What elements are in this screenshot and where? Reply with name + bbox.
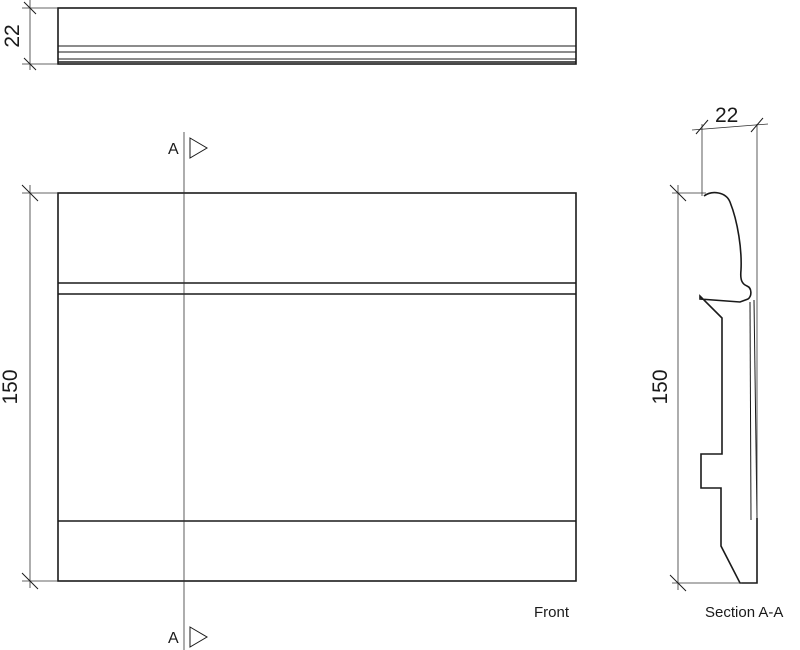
front-view-caption: Front: [534, 604, 570, 621]
top-view-outline: [57, 7, 577, 65]
tick-bottom: [21, 572, 39, 590]
section-rear-face-inner: [749, 301, 752, 521]
tick-left: [695, 119, 709, 135]
tick-bottom: [23, 57, 37, 71]
tick-bottom: [669, 574, 687, 592]
section-width-dimension-value: 22: [715, 104, 738, 127]
section-arrow-bottom: [189, 626, 208, 648]
tick-right: [750, 117, 764, 133]
top-view: 22: [1, 0, 577, 71]
section-marker-bottom-label: A: [168, 630, 179, 647]
front-view: A A 150 Front: [0, 132, 577, 650]
section-marker-top-label: A: [168, 141, 179, 158]
front-view-outline: [57, 192, 577, 582]
section-view-caption: Section A-A: [705, 604, 783, 621]
section-height-dimension-value: 150: [649, 369, 672, 404]
top-view-dimension-value: 22: [1, 24, 24, 47]
section-height-dimension: 150: [649, 184, 742, 592]
dimension-line: [691, 123, 769, 131]
section-profile: [699, 191, 758, 584]
tick-top: [21, 184, 39, 202]
section-marker-bottom: A: [168, 626, 208, 648]
top-view-dimension: 22: [1, 0, 58, 71]
section-width-dimension: 22: [691, 104, 769, 518]
section-marker-top: A: [168, 137, 208, 159]
section-view: 22 150 Section A-A: [649, 104, 783, 621]
section-rear-face: [753, 299, 758, 519]
tick-top: [23, 1, 37, 15]
tick-top: [669, 184, 687, 202]
front-view-dimension-value: 150: [0, 369, 22, 404]
front-view-dimension: 150: [0, 184, 58, 590]
section-arrow-top: [189, 137, 208, 159]
